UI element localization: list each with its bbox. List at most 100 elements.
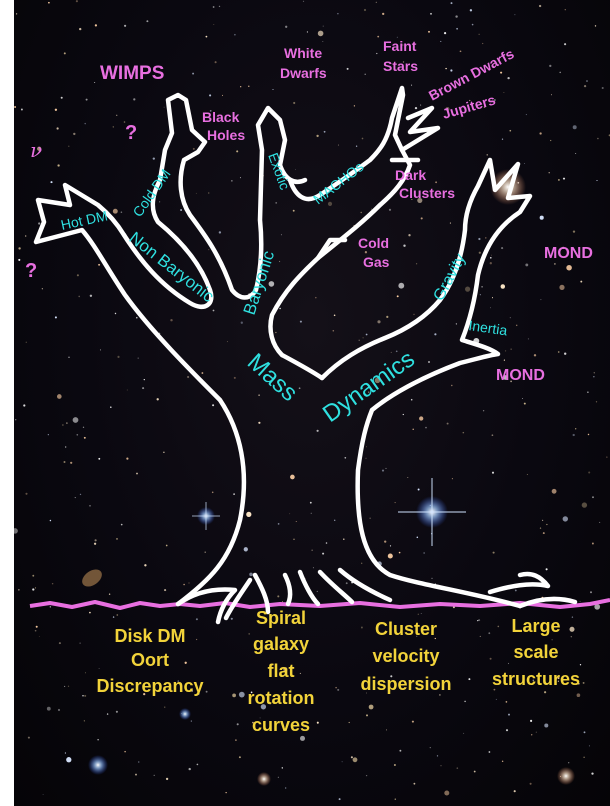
star (450, 223, 451, 224)
star (59, 642, 61, 644)
star (590, 591, 592, 593)
star (32, 588, 34, 590)
star (451, 385, 452, 386)
star (322, 41, 323, 42)
star (478, 238, 480, 240)
star (552, 489, 557, 494)
star (68, 686, 69, 687)
star (73, 133, 75, 135)
mass-label: Mass (242, 348, 303, 406)
dark-clusters-label: Clusters (399, 185, 455, 201)
star (530, 720, 532, 722)
star (514, 790, 516, 792)
bright-star (179, 708, 191, 720)
star (95, 539, 97, 541)
tree-outline (36, 88, 575, 622)
star (258, 394, 260, 396)
star (273, 89, 274, 90)
star (25, 493, 27, 495)
star (343, 538, 344, 539)
star (95, 24, 97, 26)
star (588, 434, 589, 435)
bright-star (557, 767, 575, 785)
star (258, 422, 260, 424)
star (38, 222, 40, 224)
star (68, 146, 69, 147)
galaxy-label: galaxy (253, 634, 309, 654)
star (338, 145, 339, 146)
star (586, 80, 588, 82)
star (508, 663, 509, 664)
star (571, 636, 572, 637)
star (116, 614, 118, 616)
star (339, 798, 341, 800)
star (526, 114, 527, 115)
star (389, 209, 391, 211)
star (412, 429, 413, 430)
disk-dm-label: Disk DM (114, 626, 185, 646)
star (418, 614, 419, 615)
star (346, 582, 348, 584)
star (452, 478, 453, 479)
star (240, 86, 241, 87)
star (312, 550, 313, 551)
star (48, 2, 50, 4)
star (28, 737, 30, 739)
star (444, 790, 449, 795)
star (391, 352, 392, 353)
star (35, 587, 36, 588)
star (86, 99, 88, 101)
star (234, 34, 236, 36)
star (394, 764, 396, 766)
star (403, 245, 405, 247)
star (559, 285, 564, 290)
star (99, 668, 100, 669)
star (201, 372, 203, 374)
star (563, 516, 568, 521)
star (349, 722, 350, 723)
star (206, 691, 208, 693)
star (107, 713, 108, 714)
star (474, 771, 476, 773)
star (116, 711, 118, 713)
star (413, 314, 414, 315)
star (599, 522, 600, 523)
star (397, 295, 399, 297)
star (501, 284, 505, 288)
star (244, 547, 248, 551)
star (213, 310, 215, 312)
star (293, 102, 295, 104)
star (293, 539, 294, 540)
star (322, 553, 324, 555)
star (62, 424, 63, 425)
star (166, 778, 168, 780)
star (489, 751, 491, 753)
star (219, 231, 221, 233)
star (241, 322, 243, 324)
star (435, 181, 437, 183)
star (191, 721, 192, 722)
star (344, 457, 346, 459)
star (222, 95, 223, 96)
star (444, 32, 446, 34)
star (347, 68, 349, 70)
star (164, 589, 166, 591)
star (456, 323, 457, 324)
star (117, 356, 119, 358)
star (364, 74, 365, 75)
star (55, 316, 57, 318)
star (361, 563, 362, 564)
star (136, 473, 138, 475)
star (580, 664, 581, 665)
star (425, 427, 427, 429)
star (506, 729, 508, 731)
star (293, 210, 295, 212)
star (490, 262, 492, 264)
star (316, 135, 318, 137)
white-dwarfs-label: Dwarfs (280, 65, 327, 81)
faint-stars-label: Stars (383, 58, 418, 74)
star (377, 320, 380, 323)
star (64, 52, 66, 54)
exotic-label: Exotic (265, 151, 293, 192)
star (50, 606, 51, 607)
